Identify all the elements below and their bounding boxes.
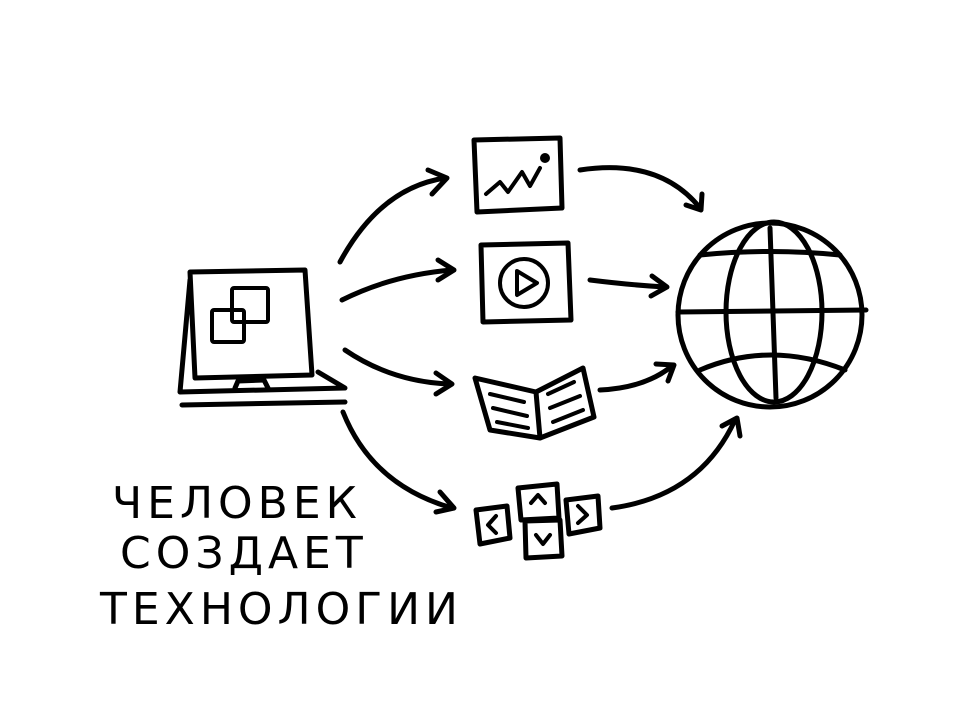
video-play-icon <box>478 240 574 325</box>
arrow-laptop-to-image <box>337 167 450 265</box>
caption-line-1: ЧЕЛОВЕК <box>112 478 362 529</box>
caption-line-3: ТЕХНОЛОГИИ <box>100 584 463 635</box>
app-tiles-icon <box>473 481 603 561</box>
arrow-video-to-globe <box>587 273 670 299</box>
globe-icon <box>675 219 869 410</box>
arrow-laptop-to-apps <box>340 409 457 515</box>
arrow-laptop-to-book <box>342 347 455 397</box>
laptop-icon <box>177 267 348 408</box>
arrow-image-to-globe <box>577 165 705 213</box>
image-icon <box>471 135 565 215</box>
arrow-book-to-globe <box>597 361 677 393</box>
caption-line-2: СОЗДАЕТ <box>120 528 368 579</box>
arrow-laptop-to-video <box>339 257 457 303</box>
open-book-icon <box>472 365 597 441</box>
arrow-apps-to-globe <box>609 415 743 511</box>
